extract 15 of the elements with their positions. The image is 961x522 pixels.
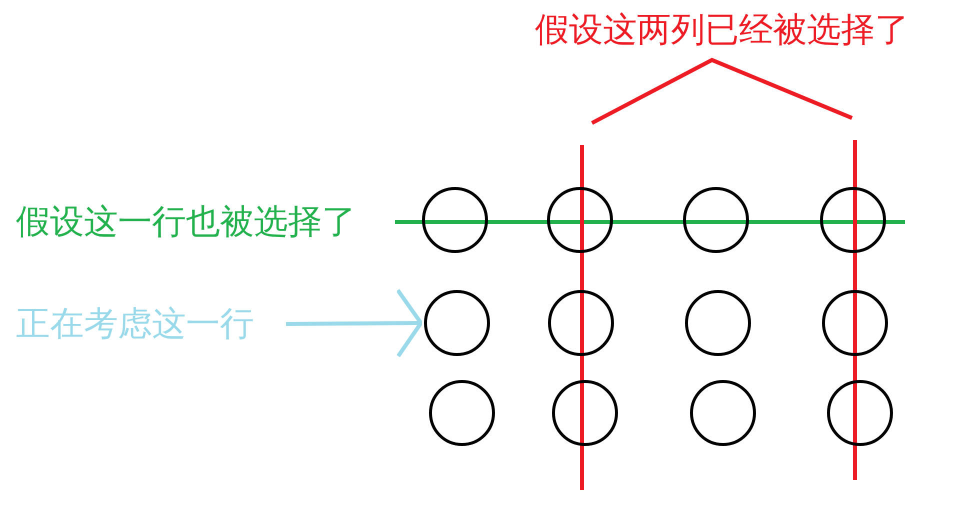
annotation-text: 正在考虑这一行 [16, 304, 254, 344]
circle [820, 187, 886, 253]
circle [683, 187, 749, 253]
circle [822, 290, 888, 356]
circle [547, 187, 613, 253]
circle [429, 380, 495, 446]
circle [424, 290, 490, 356]
circle [422, 187, 488, 253]
circle [690, 380, 756, 446]
circle [552, 380, 618, 446]
circle [548, 290, 614, 356]
annotation-text: 假设这两列已经被选择了 [535, 10, 909, 50]
circle [685, 290, 751, 356]
circle [827, 380, 893, 446]
annotation-text: 假设这一行也被选择了 [16, 202, 356, 242]
